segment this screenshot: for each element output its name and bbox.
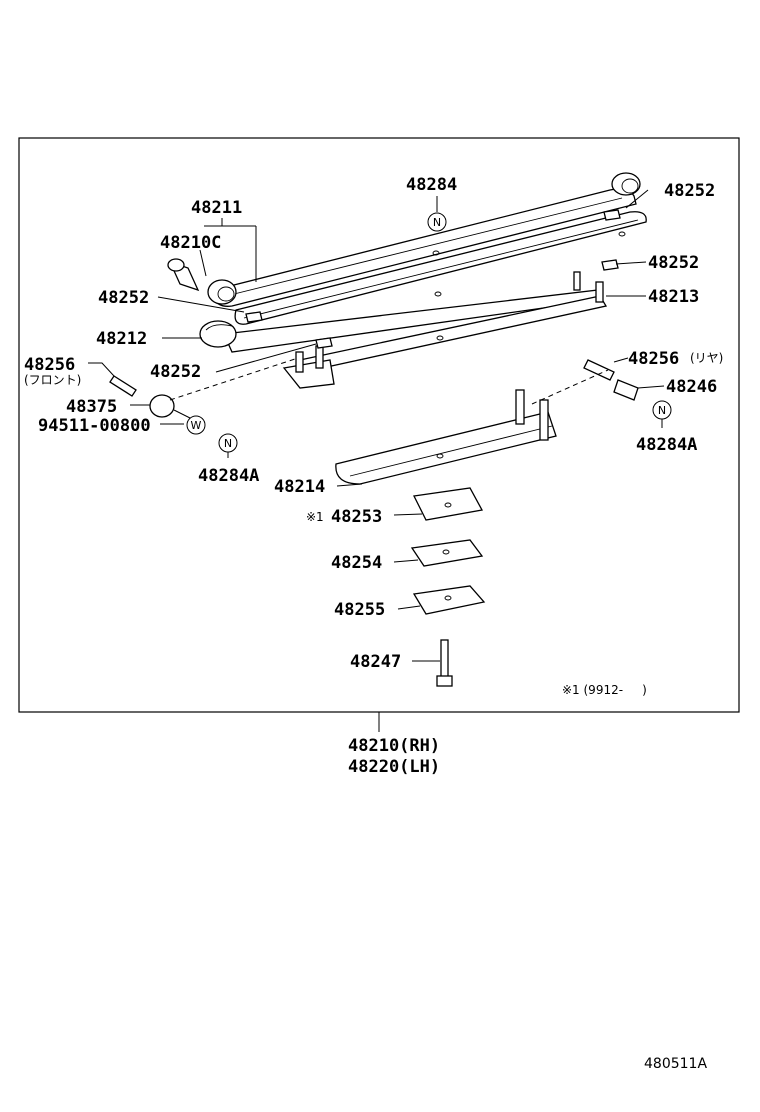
label-48253: 48253: [331, 507, 382, 527]
label-48254: 48254: [331, 553, 382, 573]
label-48252-left: 48252: [98, 288, 149, 308]
label-rear-note: (リヤ): [690, 351, 723, 365]
label-48284a-right: 48284A: [636, 435, 697, 455]
footnote: ※1 (9912- ): [562, 683, 647, 697]
label-48246: 48246: [666, 377, 717, 397]
label-assy-lh: 48220(LH): [348, 757, 440, 777]
n-badge-icon: N: [427, 212, 447, 232]
label-94511-00800: 94511-00800: [38, 416, 151, 436]
label-48252-bottom: 48252: [150, 362, 201, 382]
label-48284a-left: 48284A: [198, 466, 259, 486]
n-badge-icon: N: [652, 400, 672, 420]
label-48375: 48375: [66, 397, 117, 417]
svg-text:N: N: [224, 437, 232, 450]
svg-text:N: N: [658, 404, 666, 417]
label-front-note: (フロント): [24, 373, 81, 387]
svg-text:W: W: [191, 419, 202, 432]
label-48211: 48211: [191, 198, 242, 218]
label-48210c: 48210C: [160, 233, 221, 253]
leader-lines: [88, 189, 665, 732]
w-badge-icon: W: [186, 415, 206, 435]
label-48212: 48212: [96, 329, 147, 349]
label-48252-right: 48252: [648, 253, 699, 273]
label-48253-mark: ※1: [306, 510, 324, 524]
label-48255: 48255: [334, 600, 385, 620]
label-assy-rh: 48210(RH): [348, 736, 440, 756]
label-48284: 48284: [406, 175, 457, 195]
label-48213: 48213: [648, 287, 699, 307]
label-48256-rear: 48256: [628, 349, 679, 369]
leaf-spring-drawing: [109, 172, 647, 687]
figure-code: 480511A: [644, 1056, 707, 1072]
n-badge-icon: N: [218, 433, 238, 453]
label-48252-top: 48252: [664, 181, 715, 201]
label-48247: 48247: [350, 652, 401, 672]
label-48256-front: 48256: [24, 355, 75, 375]
svg-text:N: N: [433, 216, 441, 229]
label-48214: 48214: [274, 477, 325, 497]
